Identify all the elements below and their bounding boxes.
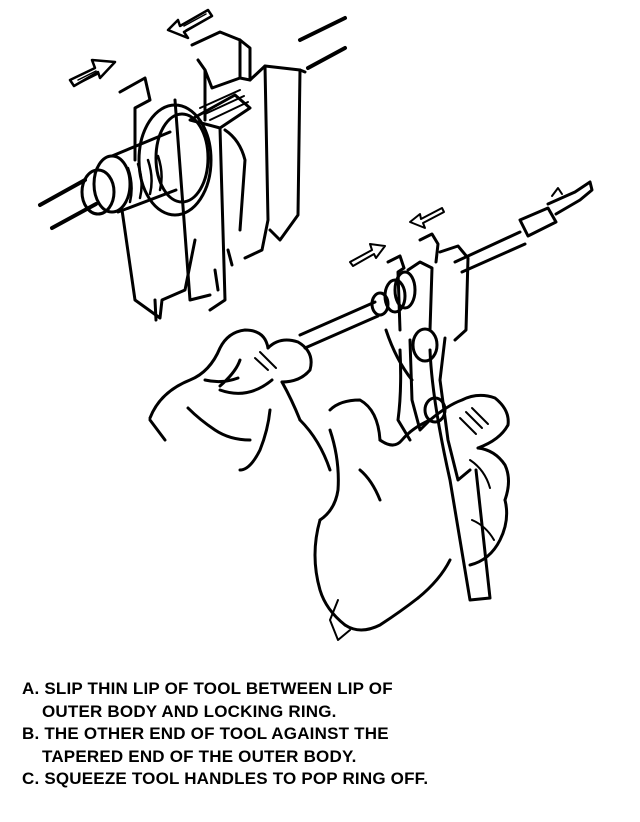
instruction-step-c: C. SQUEEZE TOOL HANDLES TO POP RING OFF.: [22, 768, 622, 791]
instruction-line: A. SLIP THIN LIP OF TOOL BETWEEN LIP OF: [22, 679, 393, 698]
instruction-line: TAPERED END OF THE OUTER BODY.: [42, 746, 357, 766]
direction-arrows-main: [349, 207, 445, 267]
tool-main: [384, 232, 492, 602]
main-view: [148, 180, 594, 641]
direction-arrows-detail: [68, 8, 214, 88]
instruction-line: OUTER BODY AND LOCKING RING.: [42, 701, 337, 721]
detail-view: [38, 8, 347, 322]
right-hand: [313, 393, 510, 641]
tool-jaws-detail: [118, 30, 307, 322]
outer-body-main: [370, 270, 417, 317]
instruction-step-a: A. SLIP THIN LIP OF TOOL BETWEEN LIP OF …: [22, 678, 622, 723]
instruction-line: B. THE OTHER END OF TOOL AGAINST THE: [22, 724, 389, 743]
instruction-list: A. SLIP THIN LIP OF TOOL BETWEEN LIP OF …: [22, 678, 622, 791]
instruction-step-b: B. THE OTHER END OF TOOL AGAINST THE TAP…: [22, 723, 622, 768]
left-hand: [148, 328, 332, 472]
ring-removal-illustration: [38, 8, 594, 641]
rod-main: [298, 180, 594, 350]
instruction-line: C. SQUEEZE TOOL HANDLES TO POP RING OFF.: [22, 769, 429, 788]
